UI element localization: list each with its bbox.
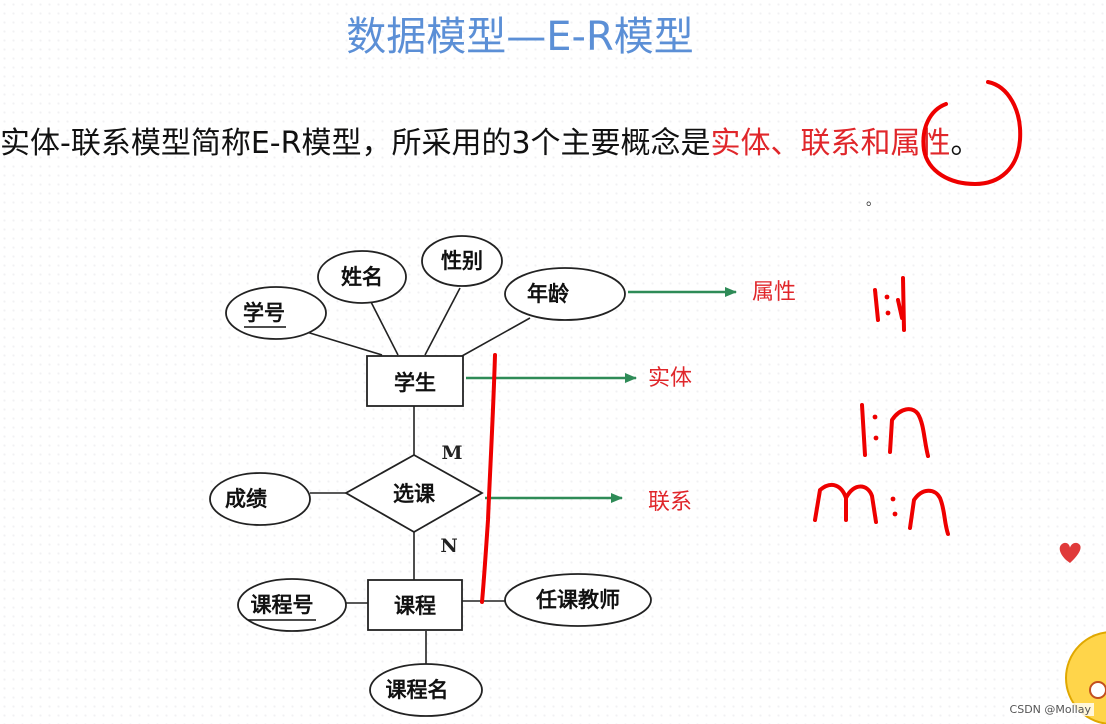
handwritten-m-n-dot-b — [893, 512, 898, 517]
legend-relationship-label: 联系 — [648, 490, 692, 515]
legend-attribute-label: 属性 — [752, 280, 796, 305]
handwritten-1-n-dot-a — [873, 415, 878, 420]
attr-studentno-label: 学号 — [243, 300, 285, 325]
attr-teacher-label: 任课教师 — [535, 587, 620, 612]
handwritten-1-n-n — [890, 409, 928, 456]
line-gender-student — [425, 288, 460, 355]
attr-coursename-label: 课程名 — [386, 677, 449, 702]
handwritten-1-n-dot-b — [874, 436, 879, 441]
legend-arrows — [466, 292, 736, 498]
attr-name-label: 姓名 — [341, 264, 383, 289]
handwritten-red-circle — [923, 82, 1020, 184]
entity-student-label: 学生 — [394, 370, 436, 395]
cardinality-m: M — [441, 442, 462, 464]
handwritten-m-n-n — [910, 491, 948, 534]
handwritten-1-n-one — [862, 405, 865, 455]
handwritten-m-n-m — [815, 485, 876, 522]
line-studentno-student — [300, 330, 382, 355]
handwritten-m-n-dot-a — [891, 497, 896, 502]
handwritten-red-vertical-line — [482, 355, 495, 602]
handwritten-1-1-b — [898, 278, 904, 330]
heart-icon — [1060, 543, 1081, 563]
entity-course-label: 课程 — [394, 593, 436, 618]
handwritten-1-1-dot-b — [886, 311, 891, 316]
legend-entity-label: 实体 — [648, 366, 692, 391]
relationship-label: 选课 — [393, 481, 436, 506]
line-name-student — [370, 300, 398, 355]
emoji-sticker-eye-icon — [1090, 682, 1106, 698]
attr-age-label: 年龄 — [527, 281, 570, 306]
attr-courseno-label: 课程号 — [251, 592, 314, 617]
attr-grade-label: 成绩 — [225, 486, 267, 511]
cardinality-n: N — [440, 535, 457, 557]
attr-gender-label: 性别 — [441, 248, 483, 273]
handwritten-1-1-a — [875, 290, 878, 320]
watermark: CSDN @Mollay — [1007, 703, 1094, 716]
handwritten-1-1-dot-a — [885, 295, 890, 300]
line-age-student — [462, 318, 530, 356]
